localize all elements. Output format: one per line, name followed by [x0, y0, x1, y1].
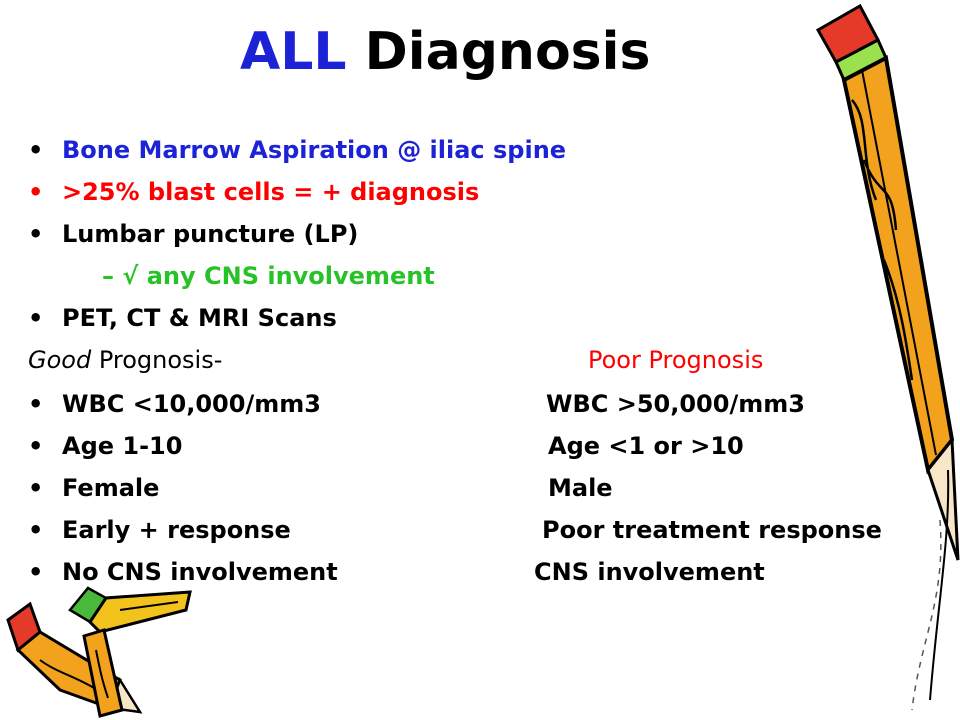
pencil-icon — [815, 3, 960, 711]
good-prognosis-heading: Good Prognosis- — [28, 346, 222, 374]
bullet-marker: • — [28, 304, 44, 332]
good-row: Age 1-10 — [62, 432, 183, 460]
good-row: Female — [62, 474, 160, 502]
bullet-bone-marrow: Bone Marrow Aspiration @ iliac spine — [62, 136, 567, 164]
bullet-marker: • — [28, 390, 44, 418]
bullet-marker: • — [28, 474, 44, 502]
sub-bullet-cns: – √ any CNS involvement — [102, 262, 435, 290]
bullet-marker: • — [28, 558, 44, 586]
crayon-icon — [6, 586, 192, 718]
poor-row: Poor treatment response — [542, 516, 882, 544]
bullet-marker: • — [28, 432, 44, 460]
bullet-blast-cells: >25% blast cells = + diagnosis — [62, 178, 480, 206]
title-rest: Diagnosis — [364, 22, 651, 82]
good-row: No CNS involvement — [62, 558, 338, 586]
good-label-italic: Good — [28, 346, 92, 374]
bullet-lumbar-puncture: Lumbar puncture (LP) — [62, 220, 359, 248]
bullet-scans: PET, CT & MRI Scans — [62, 304, 337, 332]
poor-row: CNS involvement — [534, 558, 765, 586]
poor-prognosis-heading: Poor Prognosis — [588, 346, 764, 374]
good-row: Early + response — [62, 516, 291, 544]
bullet-marker: • — [28, 220, 44, 248]
good-label-rest: Prognosis- — [98, 346, 223, 374]
bullet-marker: • — [28, 136, 44, 164]
bullet-marker: • — [28, 516, 44, 544]
poor-row: WBC >50,000/mm3 — [546, 390, 805, 418]
poor-row: Age <1 or >10 — [548, 432, 744, 460]
poor-row: Male — [548, 474, 613, 502]
good-row: WBC <10,000/mm3 — [62, 390, 321, 418]
slide-title: ALL Diagnosis — [240, 22, 650, 82]
bullet-marker: • — [28, 178, 44, 206]
title-accent: ALL — [240, 22, 347, 82]
